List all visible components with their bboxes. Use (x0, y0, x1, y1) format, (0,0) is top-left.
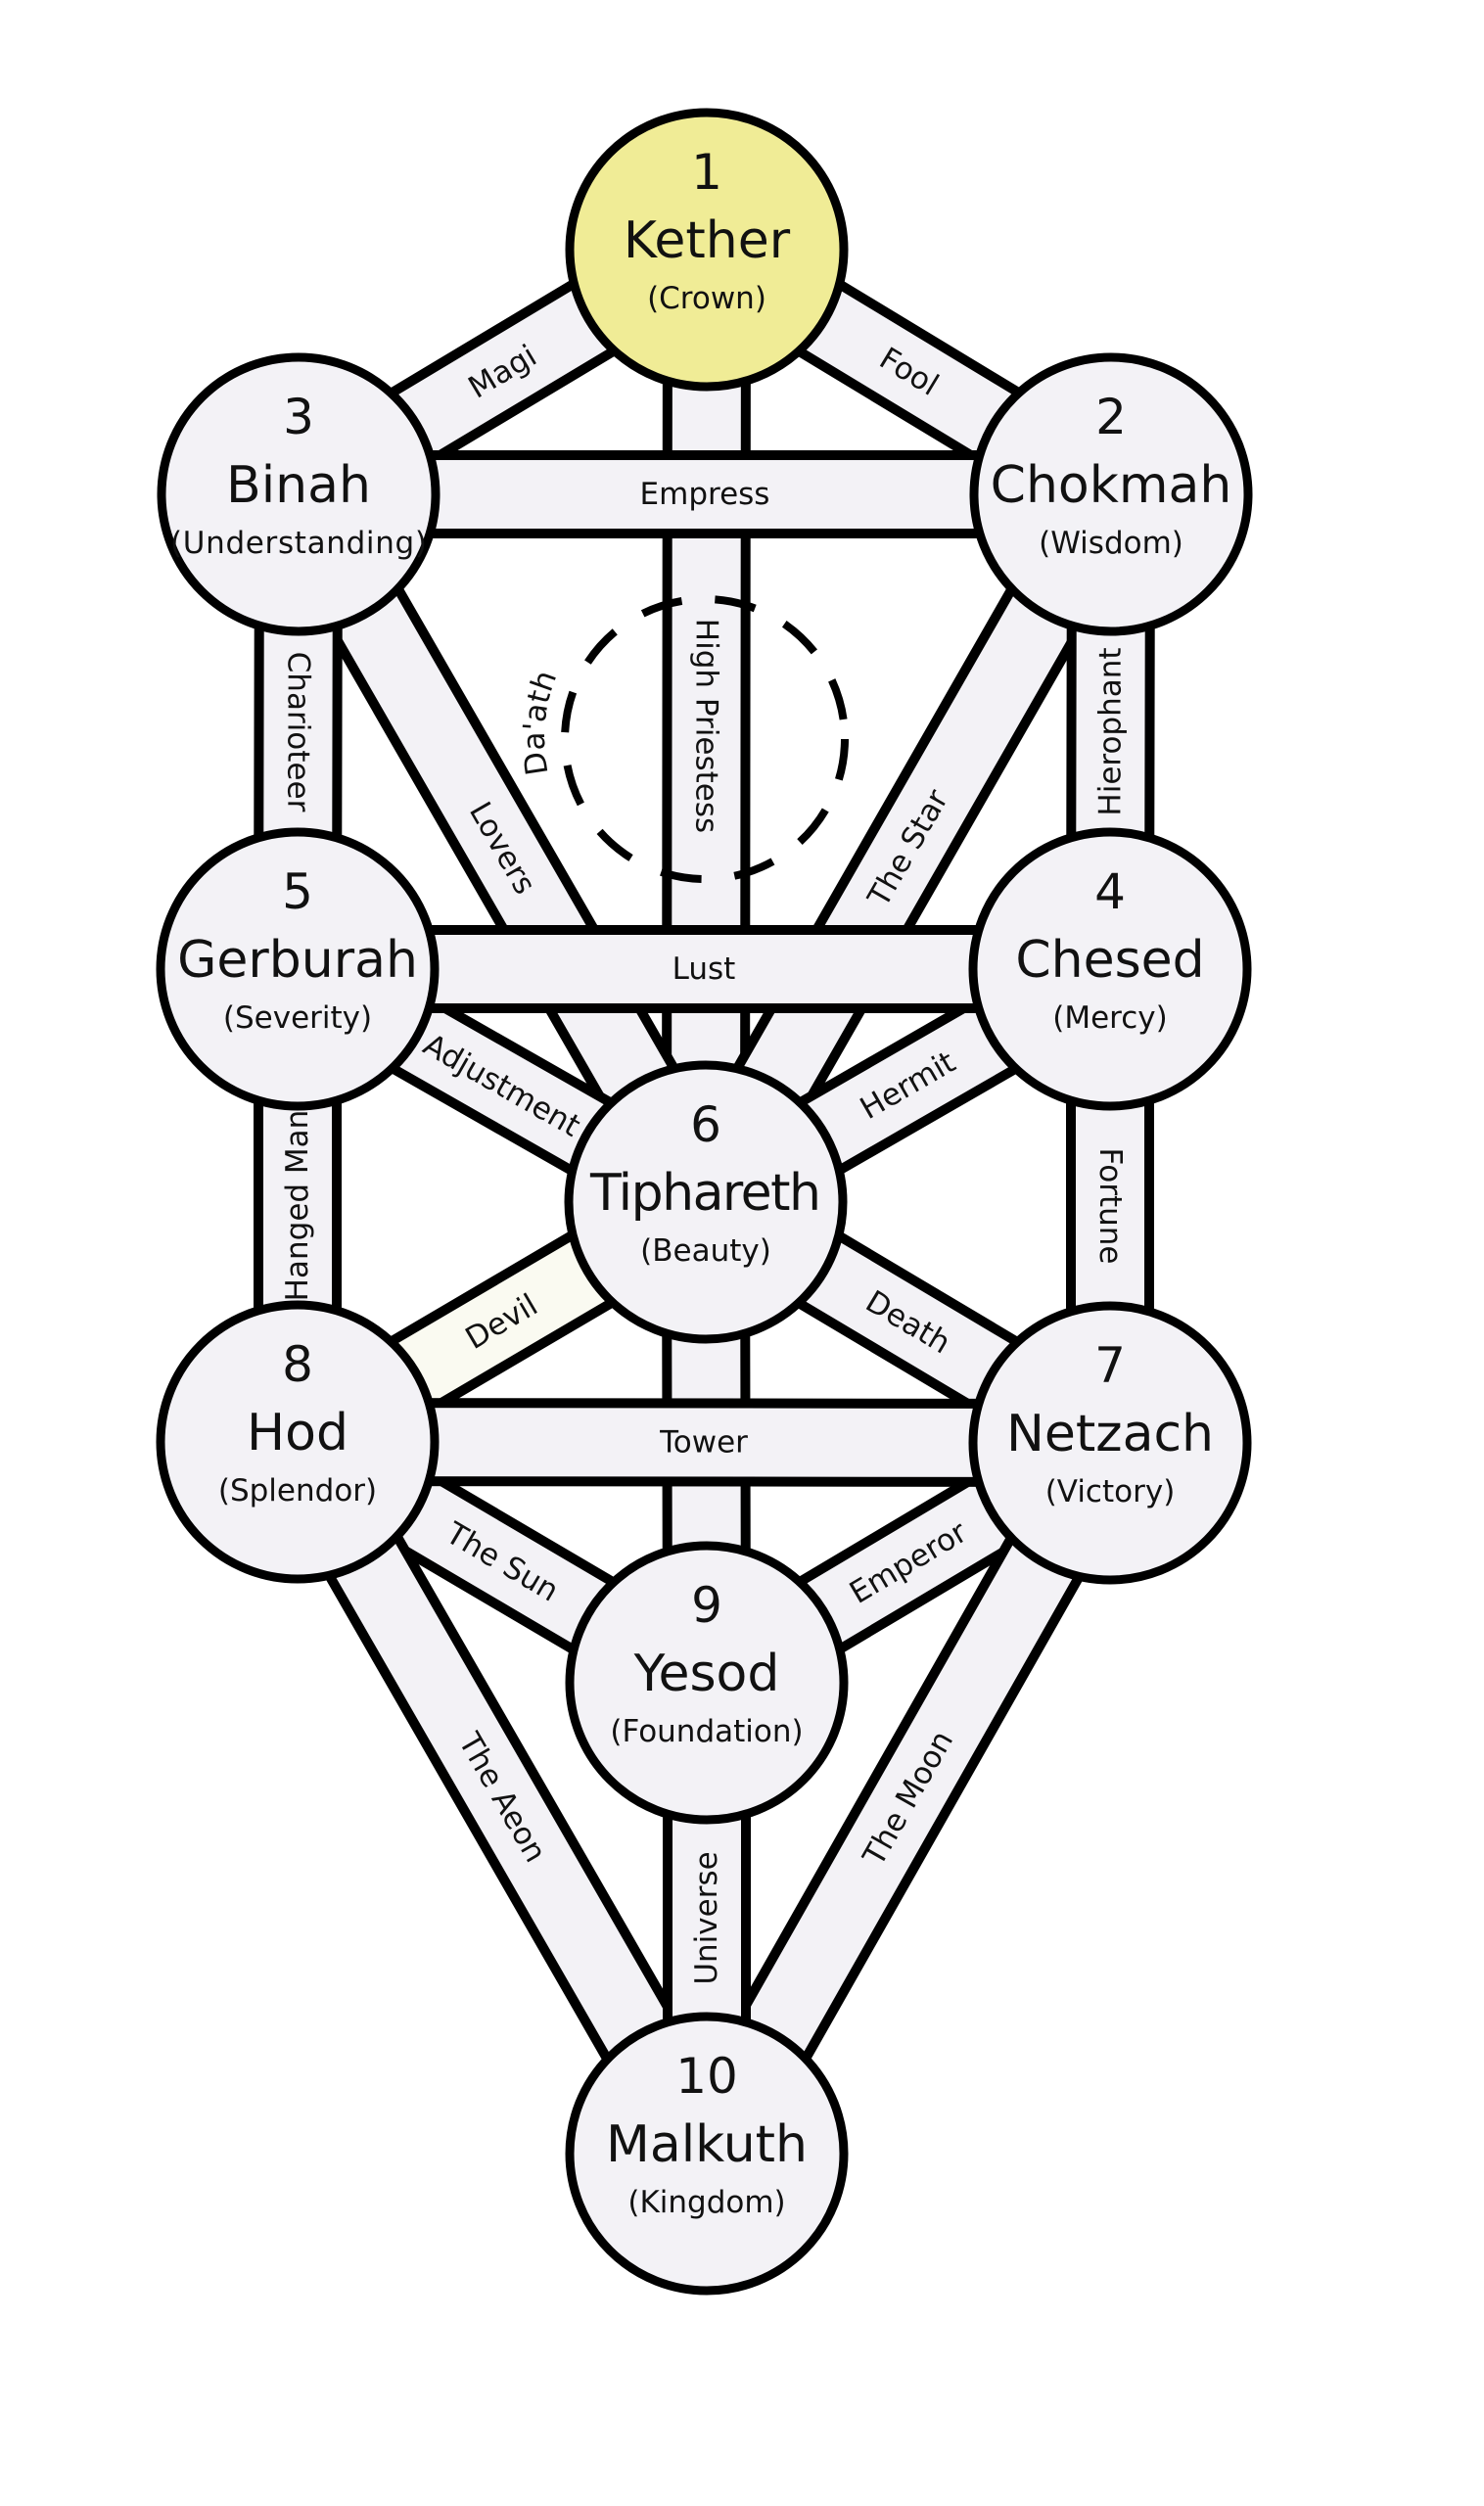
sephirah-name: Chesed (1015, 931, 1204, 990)
sephirah-name: Netzach (1006, 1405, 1214, 1463)
sephirah-number: 5 (282, 863, 313, 920)
sephirah-circle (565, 1541, 849, 1825)
sephirah-meaning: (Understanding) (170, 526, 427, 561)
sephirah-circle (968, 827, 1252, 1111)
sephirah-name: Gerburah (177, 931, 418, 990)
sephirah-number: 8 (282, 1336, 313, 1393)
path-high-priestess: High Priestess (661, 244, 752, 1208)
sephirah-number: 6 (690, 1096, 721, 1153)
path-label: Hierophant (1092, 647, 1128, 815)
path-label: Empress (640, 477, 770, 512)
sephirah-circle (565, 2012, 849, 2296)
sephirah-circle (157, 352, 441, 636)
sephirah-number: 7 (1094, 1337, 1126, 1394)
sephirah-number: 3 (283, 389, 314, 445)
sephirah-meaning: (Severity) (223, 1000, 372, 1036)
daath-label: Da'ath (517, 666, 564, 777)
sephirah-meaning: (Kingdom) (627, 2185, 785, 2220)
path-label: Fortune (1092, 1148, 1128, 1265)
sephirah-name: Hod (247, 1404, 348, 1462)
sephirah-circle (156, 827, 440, 1111)
sephirah-meaning: (Beauty) (640, 1233, 771, 1269)
sephirah-number: 1 (691, 144, 722, 201)
path-label: Universe (689, 1851, 724, 1984)
path-label: Tower (659, 1424, 748, 1460)
sephirah-name: Yesod (633, 1645, 780, 1703)
path-label: High Priestess (688, 619, 723, 833)
sephirah-circle (969, 352, 1253, 636)
path-label: Hanged Man (280, 1110, 315, 1302)
sephirah-number: 9 (691, 1577, 722, 1634)
sephirah-number: 10 (675, 2048, 738, 2105)
sephirah-meaning: (Wisdom) (1039, 526, 1183, 561)
sephirah-meaning: (Victory) (1045, 1474, 1176, 1509)
sephirah-circle (968, 1301, 1252, 1585)
sephirah-meaning: (Mercy) (1052, 1000, 1167, 1036)
sephirah-circle (565, 108, 849, 392)
path-label: Lust (672, 951, 736, 987)
sephirah-name: Kether (624, 211, 791, 270)
sephirah-circle (564, 1060, 848, 1344)
sephirah-number: 2 (1095, 389, 1127, 445)
sephirah-name: Binah (226, 456, 371, 515)
sephirah-circle (156, 1300, 440, 1584)
sephirah-name: Malkuth (606, 2115, 808, 2174)
sephirah-name: Tiphareth (589, 1164, 821, 1223)
sephirah-meaning: (Splendor) (218, 1473, 377, 1508)
sephirah-number: 4 (1094, 863, 1126, 920)
daath-dashed-circle (561, 595, 849, 883)
sephirah-name: Chokmah (991, 456, 1232, 515)
sephirah-meaning: (Foundation) (610, 1714, 803, 1749)
sephirah-meaning: (Crown) (647, 281, 766, 316)
path-label: Charioteer (280, 652, 315, 812)
daath-label-text: Da'ath (517, 666, 564, 777)
